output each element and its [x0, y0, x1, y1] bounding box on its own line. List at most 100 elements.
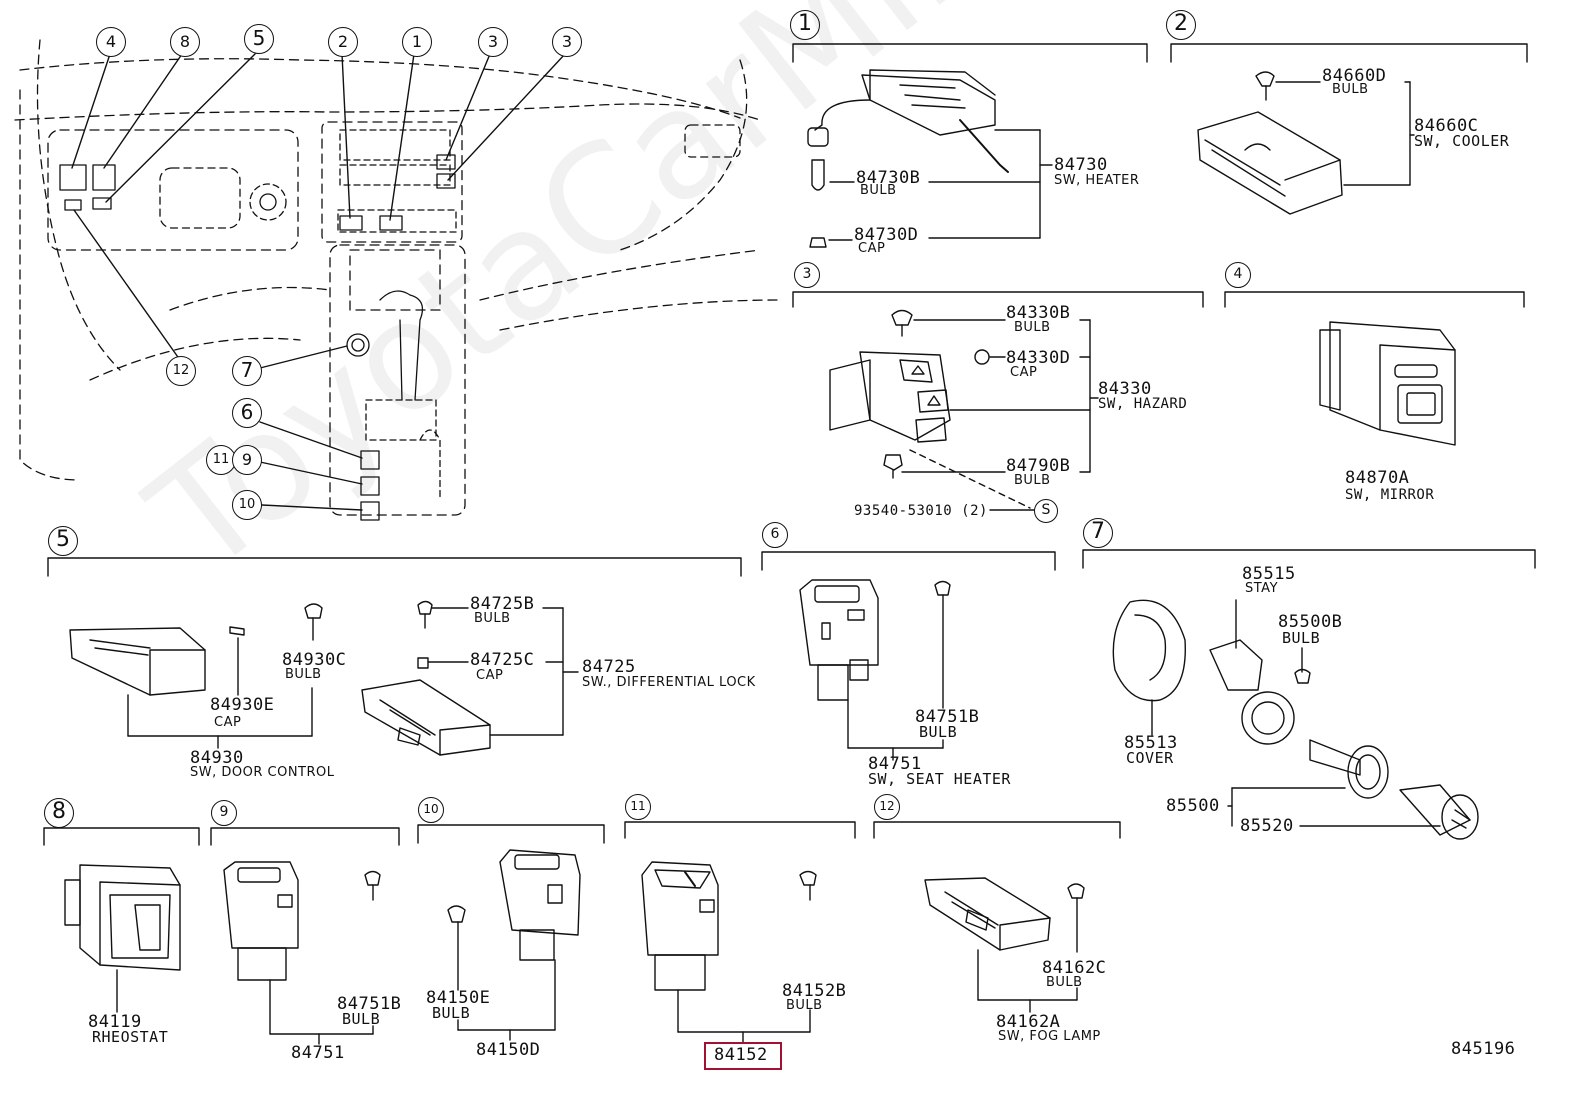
part-84119-name: RHEOSTAT [92, 1028, 169, 1046]
part-84751B-9-code: 84751B [337, 994, 402, 1014]
part-84730D-name: CAP [858, 241, 886, 256]
part-84790B-code: 84790B [1006, 456, 1071, 476]
switch-10-leaders [457, 959, 556, 1041]
callout-1: 1 [402, 27, 432, 57]
section-brackets [43, 43, 1536, 846]
part-84660D-code: 84660D [1322, 66, 1387, 86]
overview-leaders [71, 53, 566, 511]
callout-5: 5 [244, 24, 274, 54]
callout-3b: 3 [552, 27, 582, 57]
part-85500B-name: BULB [1282, 629, 1321, 647]
switch-10-art [447, 849, 581, 991]
dashboard-overview [14, 39, 781, 521]
part-84162A-name: SW, FOG LAMP [998, 1029, 1101, 1044]
section-12-label: 12 [874, 794, 900, 820]
part-84330D-name: CAP [1010, 365, 1038, 380]
door-control-switch-art [69, 603, 323, 696]
fog-lamp-switch-art [924, 877, 1085, 953]
part-84162A-code: 84162A [996, 1012, 1061, 1032]
part-84730-code: 84730 [1054, 155, 1108, 175]
heater-leaders [828, 129, 1053, 241]
door-control-leaders [127, 637, 313, 749]
part-85500-code: 85500 [1166, 796, 1220, 816]
part-84930C-name: BULB [285, 667, 322, 682]
part-84150E-name: BULB [432, 1004, 471, 1022]
callout-6: 6 [232, 398, 262, 428]
part-85515-name: STAY [1245, 581, 1279, 596]
rheostat-art [64, 864, 181, 971]
part-84660D-name: BULB [1332, 82, 1369, 97]
part-84330D-code: 84330D [1006, 348, 1071, 368]
part-84725C-code: 84725C [470, 650, 535, 670]
part-84730B-code: 84730B [856, 168, 921, 188]
part-84330B-code: 84330B [1006, 303, 1071, 323]
part-84751B-6-code: 84751B [915, 707, 980, 727]
section-9-label: 9 [211, 800, 237, 826]
cooler-switch-art [1197, 71, 1343, 215]
hazard-leaders [901, 319, 1099, 511]
part-84725B-name: BULB [474, 611, 511, 626]
mirror-switch-art [1319, 321, 1456, 446]
part-84930E-name: CAP [214, 715, 242, 730]
part-84152-code[interactable]: 84152 [714, 1045, 768, 1065]
part-84162C-name: BULB [1046, 975, 1083, 990]
part-93540-code: 93540-53010 (2) [854, 503, 988, 519]
part-84930E-code: 84930E [210, 695, 275, 715]
part-84751B-6-name: BULB [919, 723, 958, 741]
callout-10: 10 [232, 490, 262, 520]
diagram-code: 845196 [1451, 1039, 1516, 1059]
callout-9: 9 [232, 445, 262, 475]
lighter-leaders [1151, 599, 1441, 827]
switch-9-art [223, 861, 381, 981]
part-84330-name: SW, HAZARD [1098, 396, 1188, 412]
part-84152B-code: 84152B [782, 981, 847, 1001]
part-84751B-9-name: BULB [342, 1010, 381, 1028]
part-84725B-code: 84725B [470, 594, 535, 614]
switch-9-leaders [269, 979, 374, 1045]
part-84150D-code: 84150D [476, 1040, 541, 1060]
part-84790B-name: BULB [1014, 473, 1051, 488]
part-84870A-name: SW, MIRROR [1345, 487, 1435, 503]
part-84930-code: 84930 [190, 748, 244, 768]
part-85513-code: 85513 [1124, 733, 1178, 753]
diff-lock-leaders [427, 607, 579, 736]
seat-heater-switch-art [799, 579, 951, 709]
part-85515-code: 85515 [1242, 564, 1296, 584]
part-84870A-code: 84870A [1345, 468, 1410, 488]
switch-11-art [641, 861, 817, 991]
heater-switch-art [807, 69, 1009, 248]
part-85520-code: 85520 [1240, 816, 1294, 836]
callout-2: 2 [328, 27, 358, 57]
section-4-label: 4 [1225, 262, 1251, 288]
section-1-label: 1 [790, 10, 820, 40]
part-84930C-code: 84930C [282, 650, 347, 670]
callout-7: 7 [232, 356, 262, 386]
part-84751-6-name: SW, SEAT HEATER [868, 770, 1011, 788]
section-11-label: 11 [625, 794, 651, 820]
section-6-label: 6 [762, 522, 788, 548]
fog-lamp-leaders [977, 949, 1078, 1013]
hazard-switch-art [829, 309, 1031, 509]
callout-8: 8 [170, 27, 200, 57]
part-84162C-code: 84162C [1042, 958, 1107, 978]
part-84725C-name: CAP [476, 668, 504, 683]
seat-heater-leaders [847, 699, 944, 761]
part-84330-code: 84330 [1098, 379, 1152, 399]
part-84730B-name: BULB [860, 183, 897, 198]
diff-lock-switch-art [361, 600, 491, 756]
part-84150E-code: 84150E [426, 988, 491, 1008]
section-2-label: 2 [1166, 10, 1196, 40]
part-85513-name: COVER [1126, 749, 1174, 767]
part-84152B-name: BULB [786, 998, 823, 1013]
callout-3: 3 [478, 27, 508, 57]
part-84660C-name: SW, COOLER [1414, 132, 1510, 150]
callout-s: S [1034, 499, 1058, 523]
section-5-label: 5 [48, 526, 78, 556]
part-84751-6-code: 84751 [868, 754, 922, 774]
part-84730D-code: 84730D [854, 225, 919, 245]
part-84725-name: SW., DIFFERENTIAL LOCK [582, 675, 756, 690]
cooler-leaders [1275, 81, 1415, 186]
part-84930-name: SW, DOOR CONTROL [190, 765, 335, 780]
